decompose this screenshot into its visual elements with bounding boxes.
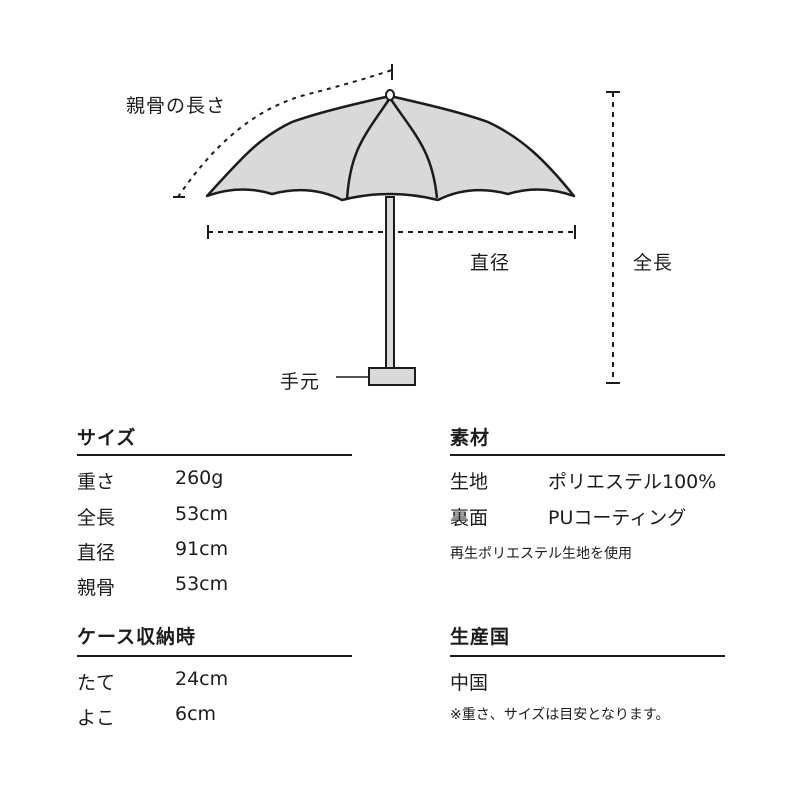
total-length-label: 全長 xyxy=(633,252,674,274)
spec-key: 直径 xyxy=(77,542,116,564)
case-section: ケース収納時 xyxy=(77,622,352,649)
diameter-label: 直径 xyxy=(470,252,511,274)
origin-section: 生産国 xyxy=(450,622,725,649)
spec-value: PUコーティング xyxy=(548,507,687,529)
origin-value: 中国 xyxy=(450,672,489,694)
case-divider xyxy=(77,655,352,657)
origin-section-title: 生産国 xyxy=(450,626,511,648)
rib-length-dashed-line xyxy=(177,69,393,198)
spec-value: 53cm xyxy=(175,503,229,525)
spec-value: 24cm xyxy=(175,668,229,690)
material-section-title: 素材 xyxy=(450,427,491,449)
spec-key: 裏面 xyxy=(450,507,489,529)
spec-key: よこ xyxy=(77,707,116,729)
material-divider xyxy=(450,454,725,456)
rib-length-label: 親骨の長さ xyxy=(126,95,227,117)
origin-divider xyxy=(450,655,725,657)
spec-value: ポリエステル100% xyxy=(548,471,717,493)
umbrella-shaft xyxy=(385,196,395,370)
material-section: 素材 xyxy=(450,423,725,450)
size-section: サイズ xyxy=(77,423,352,450)
handle-label: 手元 xyxy=(280,371,321,393)
canopy-rib-right xyxy=(388,97,439,199)
umbrella-diagram: 親骨の長さ 直径 全長 手元 xyxy=(126,64,674,393)
spec-key: たて xyxy=(77,672,116,694)
case-section-title: ケース収納時 xyxy=(77,626,197,648)
disclaimer-note: ※重さ、サイズは目安となります。 xyxy=(450,707,670,723)
umbrella-canopy xyxy=(205,94,576,202)
umbrella-illustration xyxy=(173,64,620,386)
spec-value: 260g xyxy=(175,467,224,489)
spec-value: 53cm xyxy=(175,573,229,595)
size-section-title: サイズ xyxy=(77,427,137,449)
material-note: 再生ポリエステル生地を使用 xyxy=(450,546,632,562)
spec-key: 重さ xyxy=(77,471,116,493)
umbrella-tip xyxy=(385,89,395,101)
spec-value: 91cm xyxy=(175,538,229,560)
umbrella-handle xyxy=(368,367,416,386)
size-divider xyxy=(77,454,352,456)
spec-key: 全長 xyxy=(77,507,116,529)
canopy-rib-left xyxy=(345,97,392,201)
spec-key: 親骨 xyxy=(77,577,116,599)
spec-key: 生地 xyxy=(450,471,489,493)
spec-value: 6cm xyxy=(175,703,217,725)
